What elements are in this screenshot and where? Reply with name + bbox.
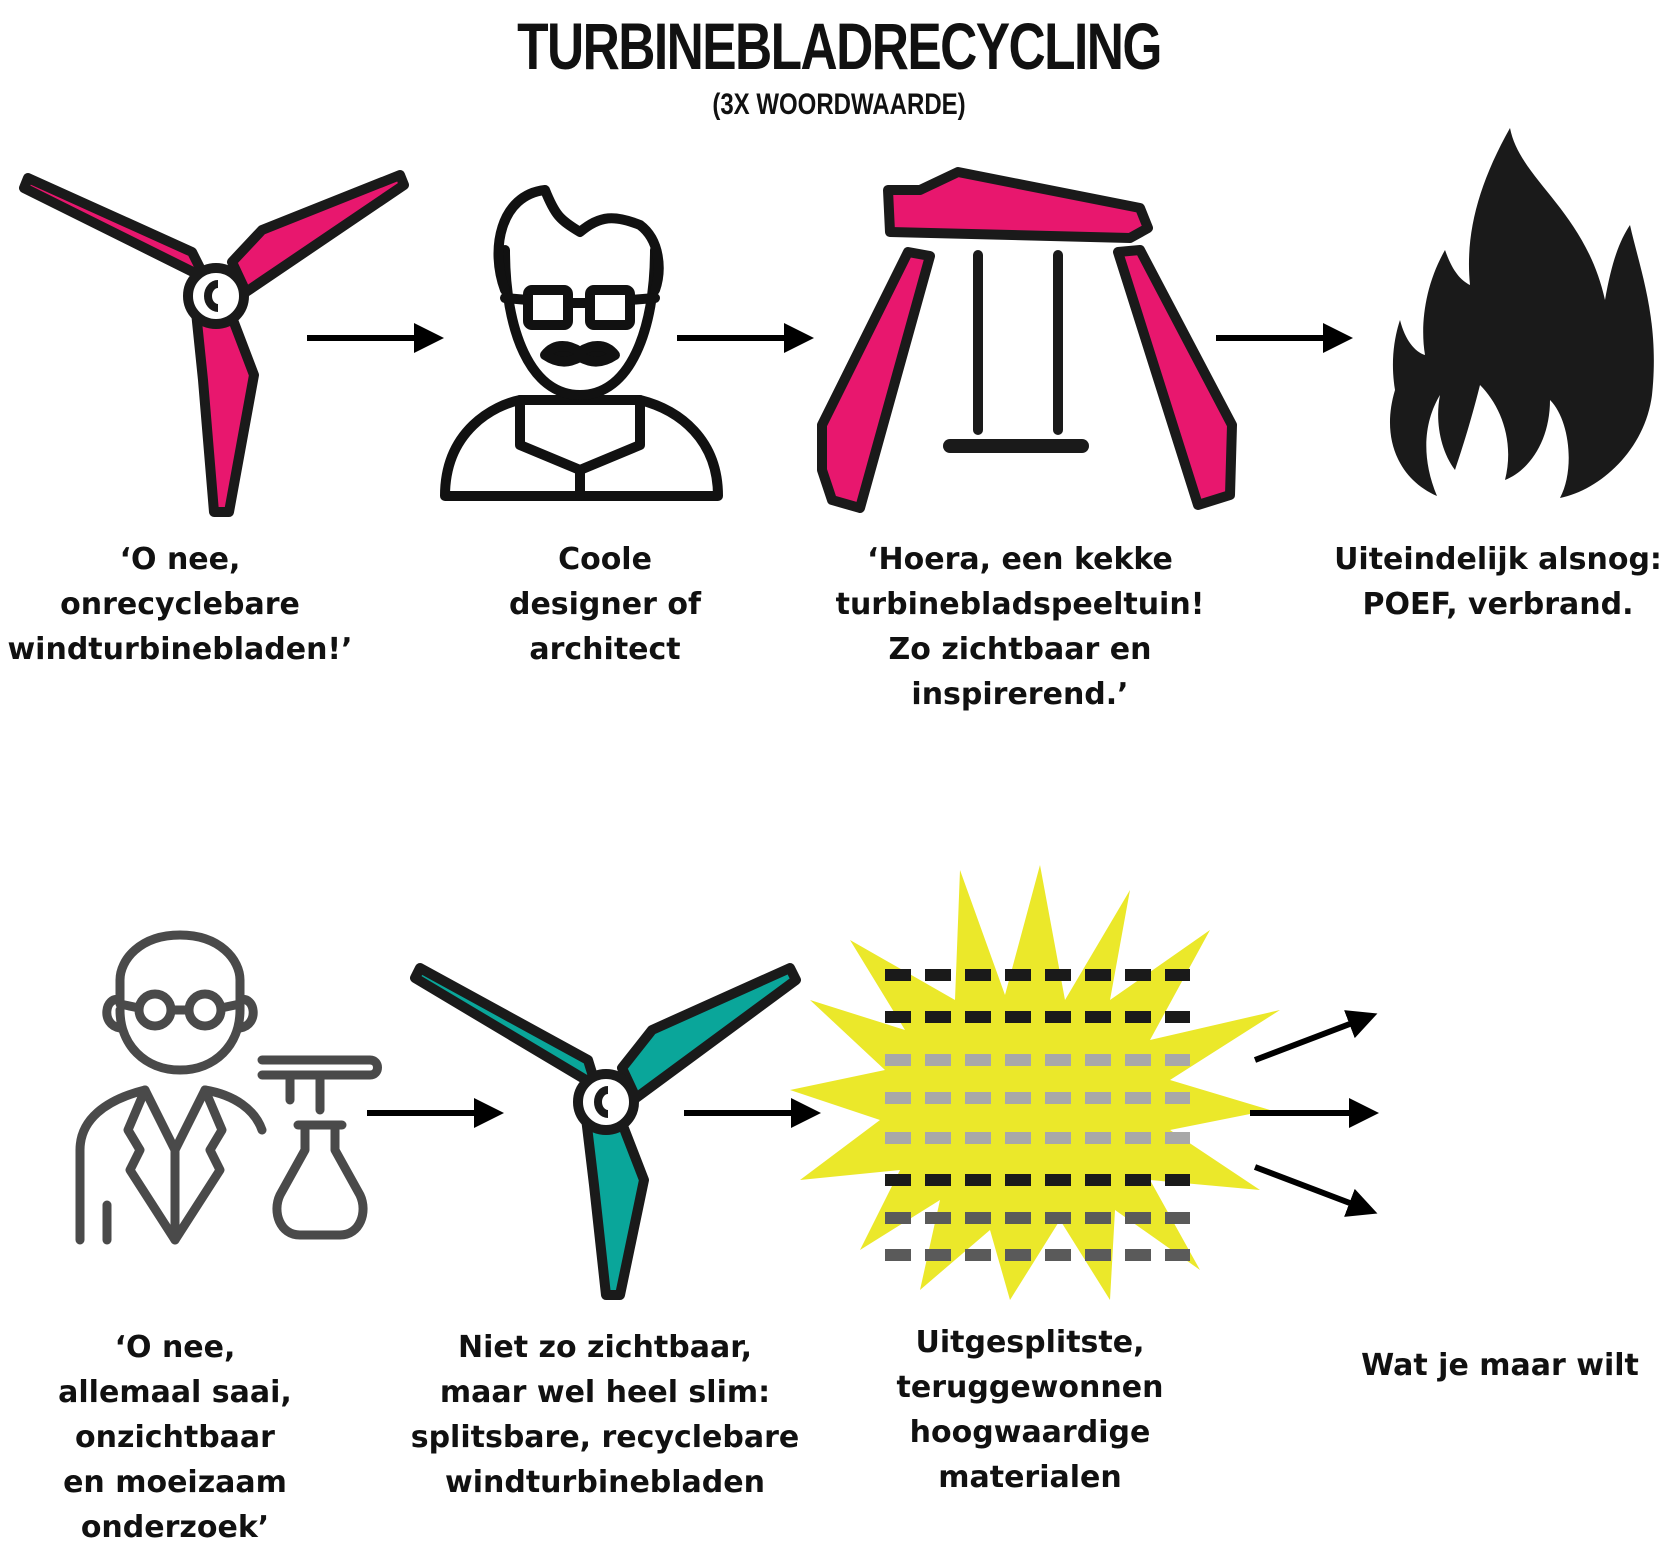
explosion-materials-icon [790, 865, 1280, 1300]
scientist-glasses [184, 989, 226, 1031]
caption-turbine-teal: Niet zo zichtbaar, maar wel heel slim: s… [410, 1330, 800, 1500]
turbine-blade [227, 170, 409, 297]
explosion-star [790, 865, 1280, 1300]
wind-turbine-teal-icon [410, 963, 801, 1300]
lab-pipette [257, 1055, 382, 1080]
designer-head [500, 245, 660, 400]
turbine-hub [573, 1069, 639, 1135]
playground-swing-icon [817, 167, 1237, 513]
turbine-blade [410, 963, 601, 1091]
scientist-icon [75, 930, 382, 1245]
swing-top-blade [883, 167, 1153, 243]
caption-scientist: ‘O nee, allemaal saai, onzichtbaar en mo… [58, 1330, 292, 1545]
page-subtitle: (3X WOORDWAARDE) [712, 88, 966, 121]
turbine-blade [191, 307, 259, 517]
arrows-out-icon [1250, 1010, 1379, 1217]
caption-materials: Uitgesplitste, teruggewonnen hoogwaardig… [896, 1325, 1164, 1495]
caption-playground: ‘Hoera, een kekke turbinebladspeeltuin! … [835, 542, 1205, 712]
designer-icon [440, 185, 723, 501]
page-title: TURBINEBLADRECYCLING [517, 9, 1162, 83]
scientist-glasses [134, 989, 176, 1031]
turbine-blade [19, 173, 210, 283]
swing-left-blade [817, 247, 935, 513]
caption-turbine-pink: ‘O nee, onrecyclebare windturbinebladen!… [7, 542, 353, 667]
turbine-blade [617, 963, 801, 1103]
scientist-head [115, 930, 245, 1075]
lab-flask [272, 1120, 368, 1240]
caption-whatever: Wat je maar wilt [1361, 1348, 1639, 1383]
turbine-blade [581, 1113, 649, 1300]
output-arrow [1253, 1010, 1378, 1063]
designer-hair [493, 185, 664, 295]
swing-right-blade [1113, 245, 1237, 510]
turbine-hub [183, 263, 249, 329]
wind-turbine-pink-icon [19, 170, 409, 517]
output-arrow [1253, 1164, 1378, 1217]
caption-fire: Uiteindelijk alsnog: POEF, verbrand. [1334, 542, 1662, 622]
fire-icon [1389, 128, 1654, 498]
designer-mustache [540, 341, 620, 367]
designer-collar [515, 395, 645, 475]
caption-designer: Coole designer of architect [508, 542, 702, 667]
designer-glasses-right [585, 285, 635, 330]
designer-glasses-left [523, 285, 573, 330]
